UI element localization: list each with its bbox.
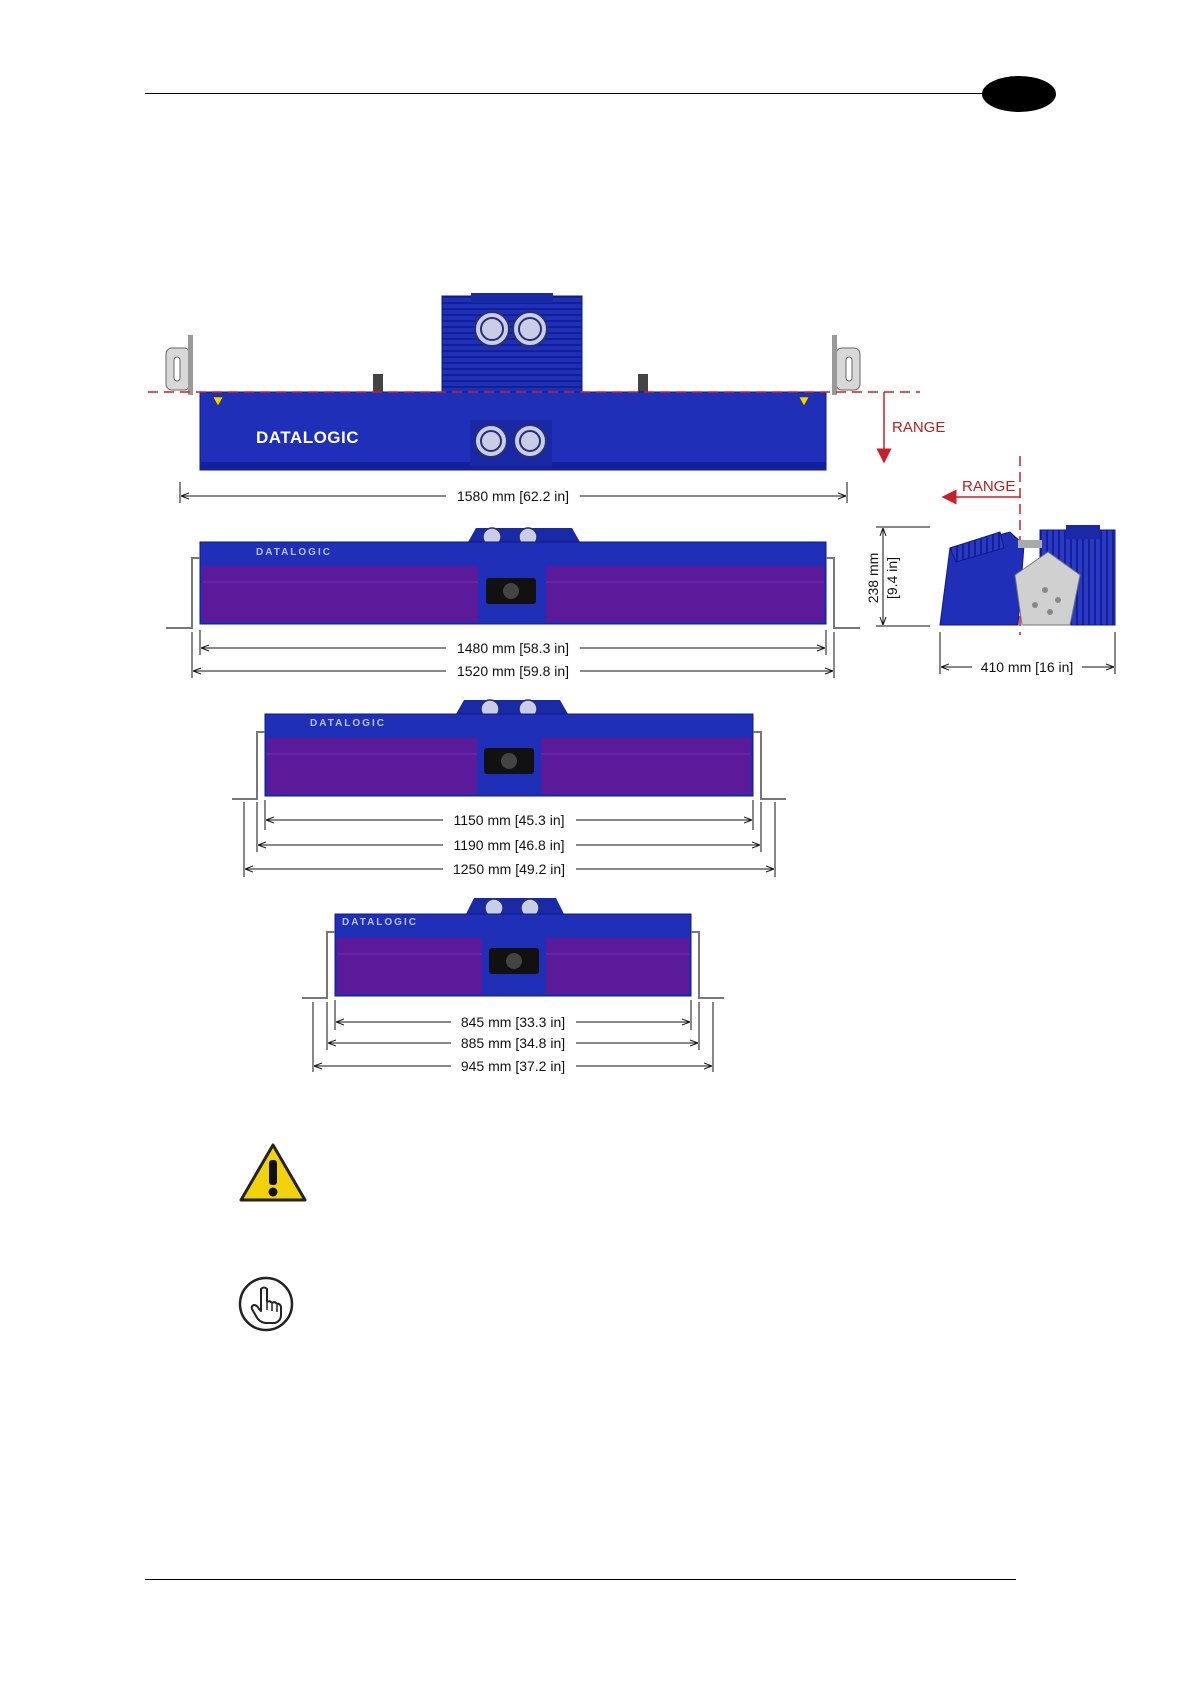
dim-small-2: 885 mm [34.8 in] <box>461 1035 565 1051</box>
footer-rule <box>145 1579 1016 1580</box>
dim-small-1: 845 mm [33.3 in] <box>461 1014 565 1030</box>
dim-top-width: 1580 mm [62.2 in] <box>457 488 569 504</box>
front-view-small: DATALOGIC 845 mm [33.3 in] 885 mm [34.8 … <box>302 898 724 1074</box>
front-view-medium: DATALOGIC 1150 mm [45.3 in] 1190 mm [46.… <box>232 700 786 877</box>
range-label-horizontal: RANGE <box>962 478 1015 495</box>
warning-triangle-icon <box>238 1142 308 1204</box>
pointing-hand-icon <box>237 1275 295 1333</box>
brand-logo-top: DATALOGIC <box>256 428 359 447</box>
brand-logo-medium: DATALOGIC <box>310 718 386 729</box>
front-view-large: DATALOGIC 1480 mm [58.3 in] 1520 mm [59.… <box>166 528 860 679</box>
brand-logo-small: DATALOGIC <box>342 917 418 928</box>
range-label-vertical: RANGE <box>892 419 945 436</box>
dimensions-figure: DATALOGIC RANGE 1580 mm [62.2 in] RANGE <box>0 0 1191 1100</box>
dim-medium-3: 1250 mm [49.2 in] <box>453 861 565 877</box>
dim-large-1: 1480 mm [58.3 in] <box>457 640 569 656</box>
dim-side-depth: 410 mm [16 in] <box>981 659 1074 675</box>
dim-medium-1: 1150 mm [45.3 in] <box>453 812 564 828</box>
side-view: RANGE 238 mm [9.4 in] 410 mm [16 in] <box>865 456 1115 675</box>
top-view: DATALOGIC RANGE 1580 mm [62.2 in] <box>148 293 945 504</box>
dim-small-3: 945 mm [37.2 in] <box>461 1058 565 1074</box>
dim-side-height-in: [9.4 in] <box>884 557 900 599</box>
brand-logo-large: DATALOGIC <box>256 547 332 558</box>
dim-medium-2: 1190 mm [46.8 in] <box>453 837 564 853</box>
dim-side-height-mm: 238 mm <box>865 553 881 604</box>
dim-large-2: 1520 mm [59.8 in] <box>457 663 569 679</box>
